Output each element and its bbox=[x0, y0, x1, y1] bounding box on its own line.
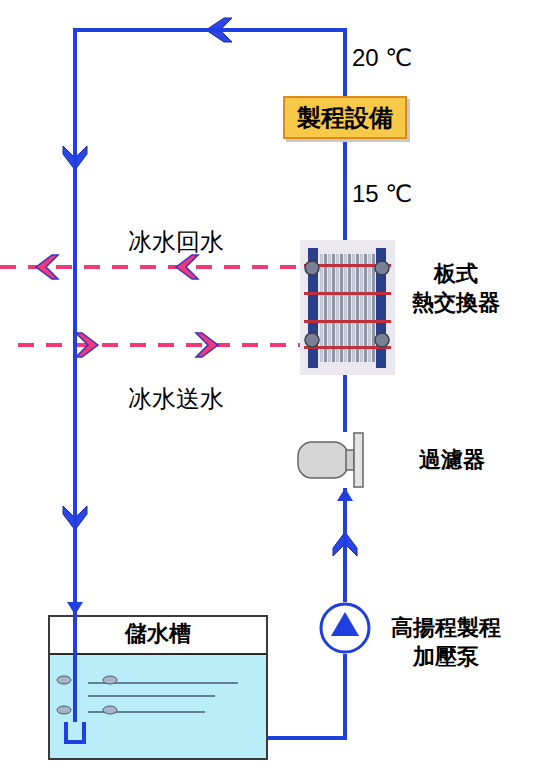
heat-exchanger: 板式 熱交換器 bbox=[300, 240, 395, 375]
plate bbox=[340, 254, 343, 362]
flow-label: 冰水送水 bbox=[128, 383, 224, 415]
chevron-right bbox=[76, 333, 98, 357]
plate bbox=[320, 254, 323, 362]
heat-exchanger-label: 板式 熱交換器 bbox=[404, 260, 508, 317]
chevron-left bbox=[176, 255, 198, 279]
pipe-line bbox=[343, 139, 347, 240]
temperature-label: 20 ℃ bbox=[352, 44, 412, 72]
port bbox=[375, 333, 389, 347]
filter-symbol bbox=[297, 432, 373, 488]
plate bbox=[364, 254, 367, 362]
plate bbox=[344, 254, 347, 362]
storage-tank-label: 儲水槽 bbox=[50, 620, 266, 649]
pump-casing bbox=[321, 604, 369, 652]
pipe-connector bbox=[337, 488, 353, 602]
temperature-label: 15 ℃ bbox=[352, 180, 412, 208]
plate bbox=[372, 254, 375, 362]
pump-label: 高揚程製程 加壓泵 bbox=[377, 614, 515, 671]
filter-neck bbox=[346, 450, 354, 470]
plate bbox=[352, 254, 355, 362]
tie-rod bbox=[304, 320, 391, 323]
hx-symbol bbox=[300, 240, 395, 375]
pump-triangle bbox=[331, 612, 359, 636]
filter-label: 過濾器 bbox=[412, 446, 492, 475]
port bbox=[305, 261, 319, 275]
pipe-connector bbox=[345, 139, 346, 240]
pipe-line bbox=[268, 654, 345, 738]
plate bbox=[360, 254, 363, 362]
flow-label: 冰水回水 bbox=[128, 226, 224, 258]
port bbox=[305, 333, 319, 347]
photo-ground bbox=[300, 240, 395, 375]
plate bbox=[332, 254, 335, 362]
pipe-connector bbox=[345, 375, 346, 432]
pipe-line bbox=[343, 375, 347, 432]
tie-rod bbox=[304, 292, 391, 295]
chevron-right bbox=[196, 333, 218, 357]
pump-symbol bbox=[319, 602, 371, 654]
plate bbox=[368, 254, 371, 362]
plate bbox=[324, 254, 327, 362]
chilled-water-lines bbox=[0, 255, 302, 357]
filter: 過濾器 bbox=[297, 432, 373, 488]
plate bbox=[356, 254, 359, 362]
chevron-left bbox=[36, 255, 58, 279]
plate bbox=[328, 254, 331, 362]
pump: 高揚程製程 加壓泵 bbox=[319, 602, 371, 654]
process-equipment-box: 製程設備 bbox=[283, 96, 407, 139]
storage-tank: 儲水槽 bbox=[48, 615, 268, 760]
arrowhead bbox=[337, 488, 353, 501]
supply-line bbox=[18, 343, 302, 347]
arrowhead bbox=[67, 602, 83, 615]
plate bbox=[336, 254, 339, 362]
process-equipment-box-label: 製程設備 bbox=[297, 102, 393, 133]
port bbox=[375, 261, 389, 275]
flange bbox=[354, 433, 363, 487]
pipe-line bbox=[343, 488, 347, 602]
filter-body bbox=[298, 442, 348, 478]
plate bbox=[348, 254, 351, 362]
pipe-connector bbox=[268, 654, 345, 738]
